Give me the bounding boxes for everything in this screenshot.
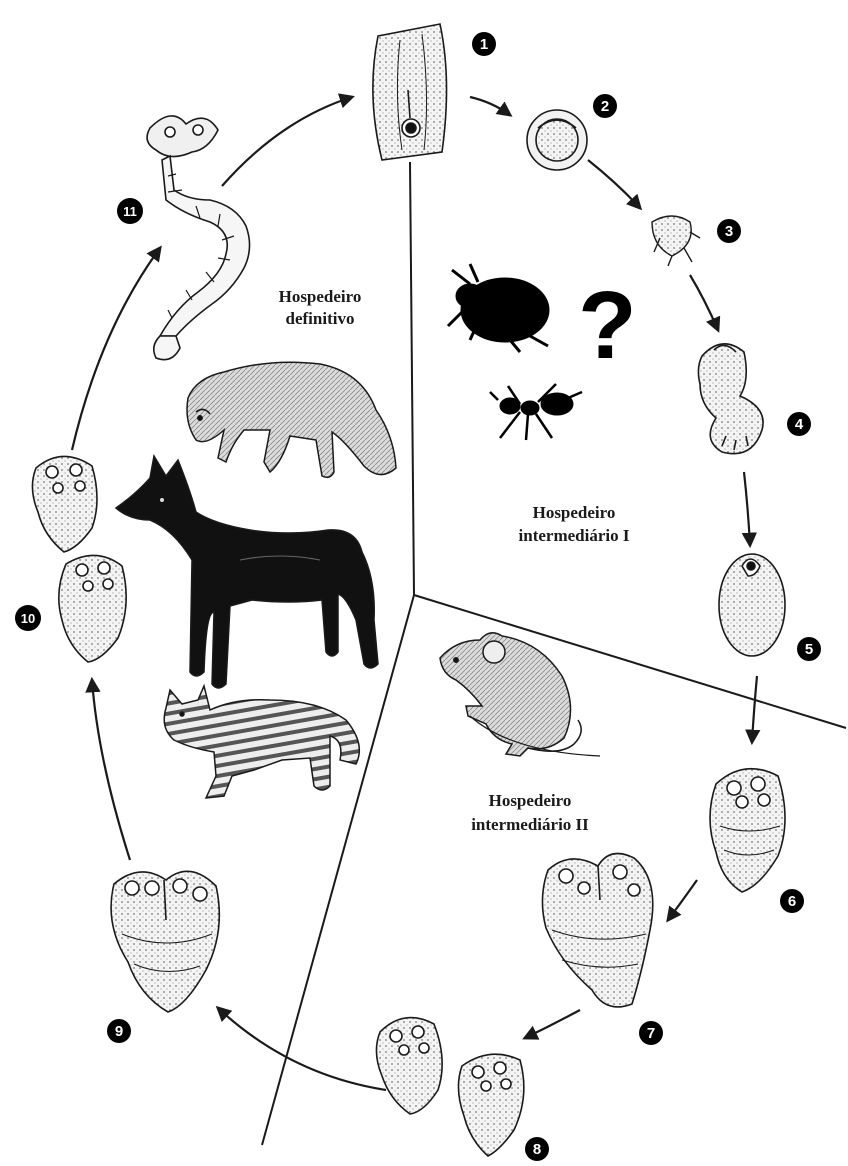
stage-number-11: 11 (123, 204, 137, 219)
stage-number-2: 2 (601, 98, 609, 115)
stage-number-3: 3 (725, 223, 733, 240)
cat-icon (164, 686, 359, 798)
arrow-3-4 (690, 275, 718, 330)
arrow-6-7 (668, 880, 697, 920)
developing-larva-icon (698, 344, 763, 454)
host-label-intermediate-1-line-2: intermediário I (519, 526, 630, 545)
adult-tapeworm-icon (147, 116, 249, 360)
stage-badge-7: 7 (639, 1021, 663, 1045)
stage-number-4: 4 (795, 416, 804, 433)
stage-badge-3: 3 (717, 219, 741, 243)
arrow-7-8 (525, 1010, 580, 1038)
stage-badge-8: 8 (525, 1137, 549, 1161)
arrow-1-2 (470, 97, 510, 115)
stage-number-8: 8 (533, 1141, 541, 1158)
paired-tetrathyridium-icon (32, 456, 126, 662)
arrow-2-3 (588, 160, 640, 208)
stage-badge-11: 11 (117, 198, 143, 224)
stage-number-6: 6 (788, 893, 796, 910)
host-label-intermediate-1: Hospedeiro intermediário I (519, 503, 630, 545)
stage-number-5: 5 (805, 641, 813, 658)
host-label-intermediate-2-line-1: Hospedeiro (489, 791, 572, 810)
stage-badge-6: 6 (780, 889, 804, 913)
egg-capsule-icon (373, 24, 447, 160)
dog-icon (116, 456, 378, 688)
stage-number-9: 9 (115, 1023, 123, 1040)
arrow-10-11 (72, 248, 160, 450)
stage-badge-2: 2 (593, 94, 617, 118)
oncosphere-icon (652, 216, 700, 266)
arrow-5-6 (752, 676, 757, 742)
stage-number-10: 10 (21, 611, 35, 626)
arrow-8-9 (218, 1008, 386, 1090)
fox-icon (187, 362, 396, 477)
arrow-4-5 (744, 472, 750, 545)
egg-icon (527, 110, 587, 170)
question-mark: ? (578, 272, 637, 379)
cysticercoid-icon (719, 554, 785, 656)
dividing-tetrathyridium-icon (542, 854, 652, 1007)
stage-badge-9: 9 (107, 1019, 131, 1043)
arrow-9-10 (92, 680, 130, 860)
stage-number-1: 1 (480, 36, 488, 53)
mouse-icon (440, 633, 600, 756)
stage-badge-10: 10 (15, 605, 41, 631)
stage-badge-1: 1 (472, 32, 496, 56)
split-tetrathyridium-icon (376, 1018, 523, 1156)
tetrathyridium-icon (710, 769, 785, 892)
host-label-definitive-line-1: Hospedeiro (279, 287, 362, 306)
host-label-intermediate-1-line-1: Hospedeiro (533, 503, 616, 522)
host-label-definitive-line-2: definitivo (286, 309, 355, 328)
stage-number-7: 7 (647, 1025, 655, 1042)
host-label-intermediate-2: Hospedeiro intermediário II (471, 791, 589, 834)
ant-icon (490, 384, 582, 440)
stage-badge-5: 5 (797, 637, 821, 661)
host-label-definitive: Hospedeiro definitivo (279, 287, 362, 328)
budding-tetrathyridium-icon (111, 871, 219, 1012)
arrow-11-1 (222, 97, 352, 186)
mite-icon (448, 264, 549, 352)
host-label-intermediate-2-line-2: intermediário II (471, 815, 589, 834)
stage-badge-4: 4 (787, 412, 811, 436)
